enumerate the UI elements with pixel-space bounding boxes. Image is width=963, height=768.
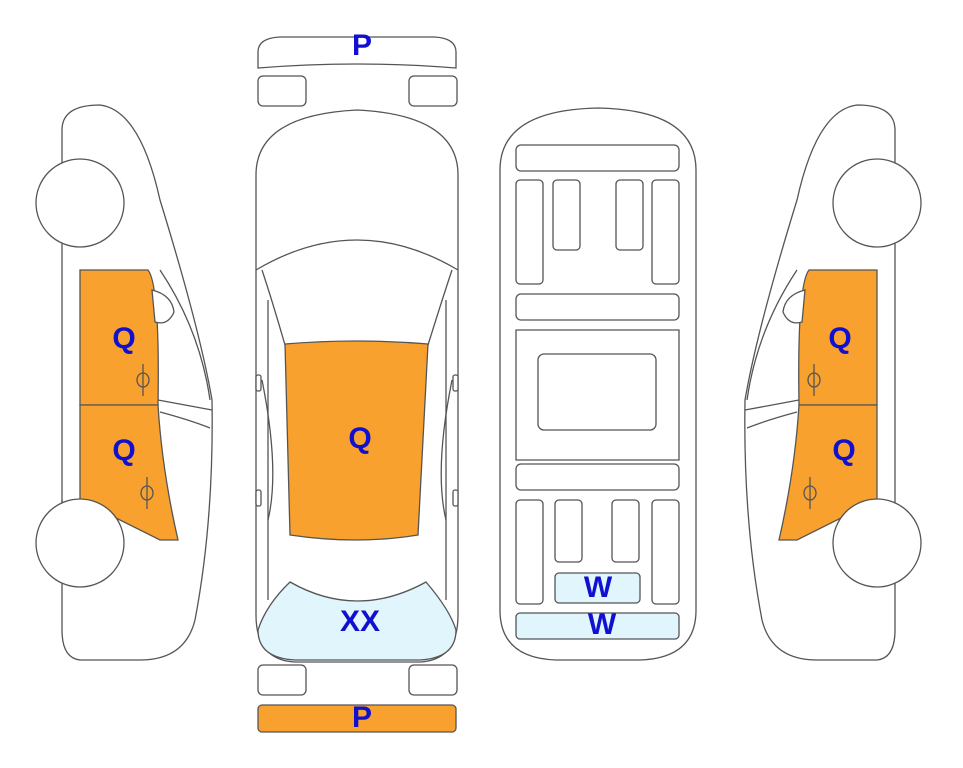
roof-panel-code: Q	[348, 422, 371, 455]
under-rail-rr	[651, 499, 680, 605]
right-rear-door-code: Q	[832, 434, 855, 467]
right-side-view: Q Q	[744, 104, 922, 661]
a-pillar-left	[261, 269, 286, 346]
under-center-panel	[537, 353, 657, 431]
under-rear-wide[interactable]	[515, 612, 680, 640]
right-quarter-window	[782, 289, 806, 324]
left-front-door-code: Q	[112, 322, 135, 355]
left-rear-door-code: Q	[112, 434, 135, 467]
rear-bumper-code: P	[352, 701, 372, 734]
handle-left	[255, 489, 262, 507]
roof-panel[interactable]	[284, 340, 429, 541]
left-belt-line-2	[159, 411, 211, 429]
under-mount-fr	[615, 179, 644, 251]
mirror-right	[452, 374, 459, 392]
taillight-right	[408, 664, 458, 696]
right-belt-line-2	[746, 411, 798, 429]
door-seam-right	[440, 379, 453, 521]
rear-bumper[interactable]	[257, 704, 457, 733]
under-cross-rear	[515, 463, 680, 491]
left-quarter-window	[151, 289, 175, 324]
right-window-line	[746, 269, 798, 401]
headlight-right	[408, 75, 458, 107]
left-rear-wheel	[35, 498, 125, 588]
under-rear-wide-code: W	[588, 608, 617, 641]
right-front-handle-icon	[807, 364, 821, 396]
under-rear-small-code: W	[584, 571, 613, 604]
right-rear-handle-icon	[803, 477, 817, 509]
under-cross-front	[515, 293, 680, 321]
right-rear-wheel	[832, 498, 922, 588]
front-bumper-code: P	[352, 29, 372, 62]
under-rail-fl	[515, 179, 544, 285]
under-mount-rr	[611, 499, 640, 563]
handle-right	[452, 489, 459, 507]
left-rear-handle-icon	[140, 477, 154, 509]
left-window-line	[159, 269, 211, 401]
mirror-left	[255, 374, 262, 392]
right-belt-line	[744, 399, 800, 411]
under-mount-rl	[554, 499, 583, 563]
front-bumper[interactable]	[257, 36, 457, 69]
under-rear-small[interactable]	[554, 572, 641, 604]
left-front-handle-icon	[136, 364, 150, 396]
under-rail-fr	[651, 179, 680, 285]
cowl-line	[255, 239, 459, 271]
taillight-left	[257, 664, 307, 696]
left-side-view: Q Q	[35, 104, 213, 661]
door-seam-left	[261, 379, 274, 521]
a-pillar-right	[427, 269, 453, 346]
top-view: P Q XX P	[255, 29, 459, 734]
under-front-bar	[515, 144, 680, 172]
left-front-wheel	[35, 158, 125, 248]
right-front-door-code: Q	[828, 322, 851, 355]
headlight-left	[257, 75, 307, 107]
left-belt-line	[157, 399, 213, 411]
under-mount-fl	[552, 179, 581, 251]
underbody-view: W W	[499, 107, 697, 661]
right-front-wheel	[832, 158, 922, 248]
under-rail-rl	[515, 499, 544, 605]
rear-window[interactable]	[257, 581, 457, 661]
rear-window-code: XX	[340, 605, 380, 638]
